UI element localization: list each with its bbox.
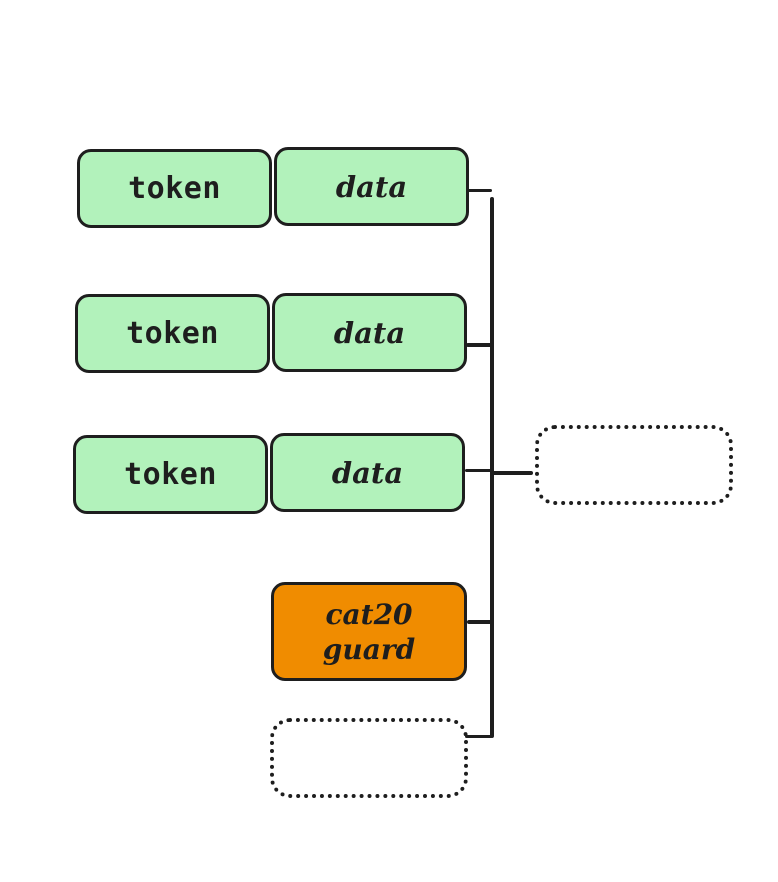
token-label-1: token [128, 171, 221, 206]
data-box-2[interactable]: data [272, 293, 467, 372]
data-label-3: data [331, 455, 404, 490]
token-box-2[interactable]: token [75, 294, 270, 373]
token-label-2: token [126, 316, 219, 351]
data-box-3[interactable]: data [270, 433, 465, 512]
connector-row-2 [466, 343, 492, 347]
connector-placeholder-bottom [465, 735, 492, 738]
empty-placeholder-box-right[interactable] [535, 425, 733, 505]
token-label-3: token [124, 457, 217, 492]
connector-guard [467, 620, 492, 624]
connector-row-3 [465, 469, 492, 472]
cat20-guard-box[interactable]: cat20 guard [271, 582, 467, 681]
vertical-bus-line [490, 197, 494, 738]
data-label-2: data [333, 315, 406, 350]
data-box-1[interactable]: data [274, 147, 469, 226]
guard-label-line1: cat20 [325, 597, 413, 631]
empty-placeholder-box-bottom[interactable] [270, 718, 468, 798]
connector-to-right-box [492, 471, 533, 475]
connector-row-1 [466, 189, 492, 192]
guard-label-line2: guard [322, 632, 416, 666]
data-label-1: data [335, 169, 408, 204]
token-box-1[interactable]: token [77, 149, 272, 228]
token-box-3[interactable]: token [73, 435, 268, 514]
